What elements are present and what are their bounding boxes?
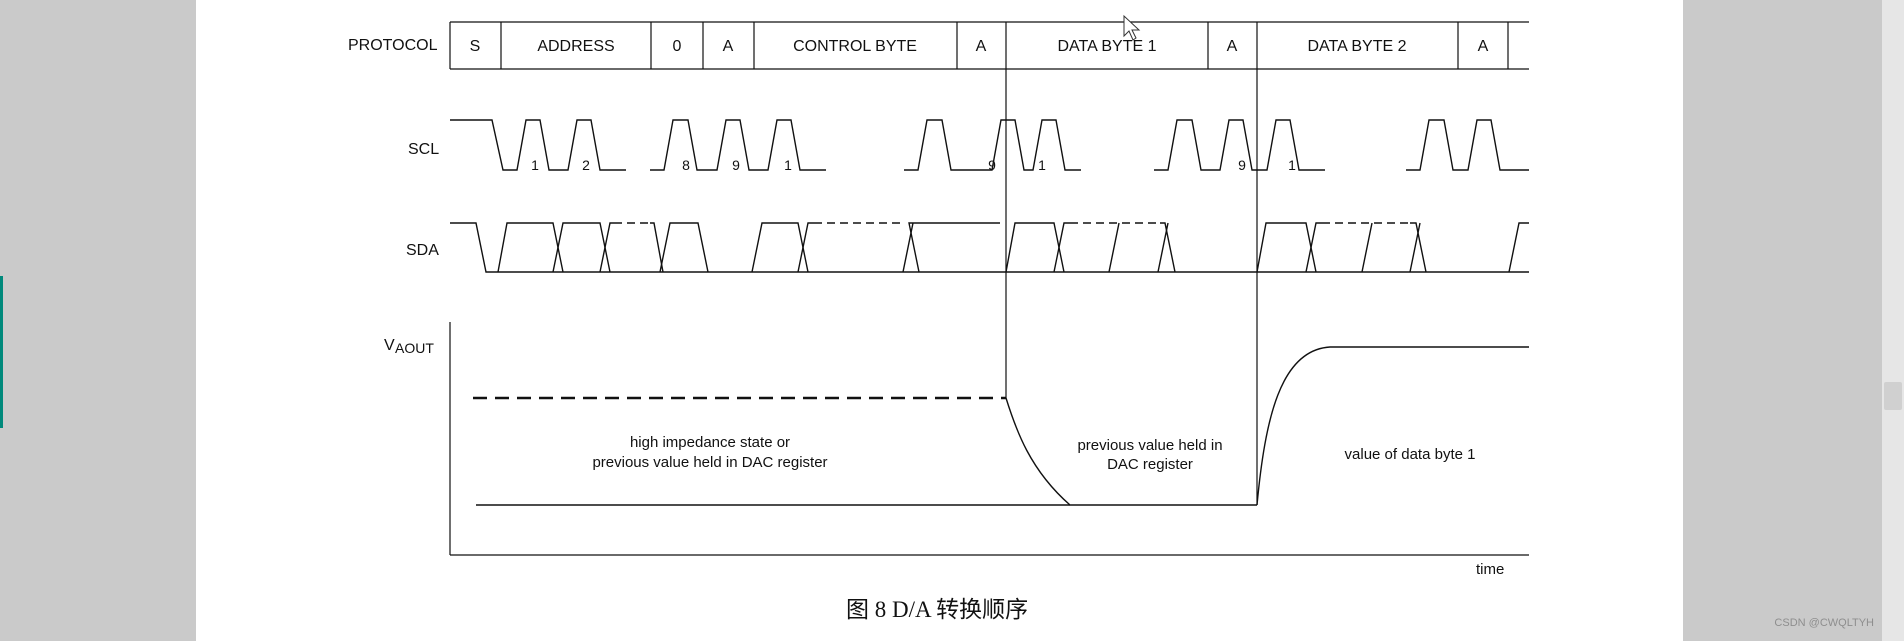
region-previous-value-line1: previous value held in [1077, 437, 1222, 454]
vertical-scrollbar[interactable] [1882, 0, 1904, 641]
scl-bit-number: 1 [784, 157, 792, 173]
vaout-waveform [473, 346, 1529, 506]
protocol-cell-start: S [470, 38, 481, 55]
region-high-impedance-line1: high impedance state or [630, 434, 790, 451]
side-accent-bar [0, 276, 3, 428]
scrollbar-thumb[interactable] [1884, 382, 1902, 410]
time-axis-label: time [1476, 561, 1504, 578]
protocol-cell-ack2: A [976, 38, 987, 55]
protocol-cell-ack3: A [1227, 38, 1238, 55]
watermark: CSDN @CWQLTYH [1774, 617, 1874, 629]
scl-bit-number: 2 [582, 157, 590, 173]
sda-row-label: SDA [406, 242, 439, 259]
scl-bit-number: 9 [732, 157, 740, 173]
protocol-cell-ack4: A [1478, 38, 1489, 55]
scl-bit-number: 1 [531, 157, 539, 173]
region-high-impedance-line2: previous value held in DAC register [592, 454, 827, 471]
region-data-byte-1-value: value of data byte 1 [1345, 446, 1476, 463]
scl-bit-number: 1 [1288, 157, 1296, 173]
protocol-row-label: PROTOCOL [348, 37, 438, 54]
figure-caption: 图 8 D/A 转换顺序 [846, 597, 1029, 622]
protocol-frame [449, 21, 1529, 70]
protocol-cell-rw: 0 [673, 38, 682, 55]
scl-waveform [450, 119, 1529, 171]
event-markers [1005, 69, 1258, 505]
vaout-axes [449, 322, 1529, 556]
protocol-cell-control-byte: CONTROL BYTE [793, 38, 917, 55]
region-previous-value-line2: DAC register [1107, 456, 1193, 473]
scl-row-label: SCL [408, 141, 439, 158]
vaout-label-main: V [384, 337, 395, 354]
scl-bit-number: 1 [1038, 157, 1046, 173]
protocol-cell-data-byte-2: DATA BYTE 2 [1308, 38, 1407, 55]
document-page [196, 0, 1683, 641]
protocol-cell-ack1: A [723, 38, 734, 55]
protocol-cell-data-byte-1: DATA BYTE 1 [1058, 38, 1157, 55]
protocol-cell-address: ADDRESS [537, 38, 614, 55]
scl-bit-number: 9 [1238, 157, 1246, 173]
scl-bit-number: 8 [682, 157, 690, 173]
scl-bit-number: 9 [988, 157, 996, 173]
sda-waveform [450, 222, 1529, 273]
mouse-cursor-icon [1123, 14, 1141, 41]
vaout-label-sub: AOUT [395, 340, 434, 356]
